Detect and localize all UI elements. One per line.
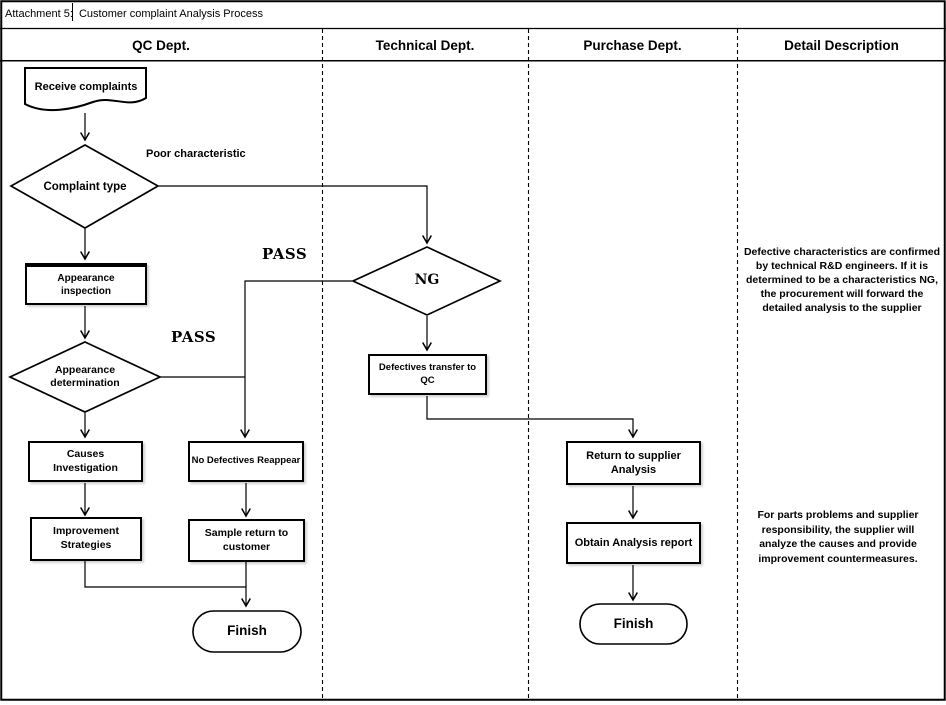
- column-header-technical-dept: Technical Dept.: [375, 37, 475, 53]
- receive-complaints-document-shape[interactable]: [24, 67, 147, 111]
- edge-label-poor-characteristic: Poor characteristic: [146, 148, 246, 160]
- node-receive-complaints[interactable]: Receive complaints: [34, 81, 138, 94]
- edge-ng-pass-to-nodefectives: [240, 280, 352, 439]
- title-bar[interactable]: Attachment 5: Customer complaint Analysi…: [0, 0, 946, 28]
- node-finish-qc[interactable]: Finish: [227, 623, 267, 639]
- node-ng-decision[interactable]: NG: [414, 272, 440, 289]
- node-improvement-strategies[interactable]: Improvement Strategies: [30, 517, 142, 561]
- edge-label-pass-lower: PASS: [171, 328, 217, 346]
- node-no-defectives-reappear[interactable]: No Defectives Reappear: [188, 441, 304, 482]
- finish-purchase-terminator-shape[interactable]: [579, 603, 688, 645]
- edge-defectivestransfer-to-supplier: [426, 396, 638, 439]
- node-causes-investigation[interactable]: Causes Investigation: [28, 441, 143, 482]
- node-complaint-type[interactable]: Complaint type: [43, 180, 127, 193]
- flow-connectors: [80, 113, 638, 608]
- complaint-type-diamond-shape[interactable]: [9, 144, 160, 229]
- node-defectives-transfer-to-qc[interactable]: Defectives transfer to QC: [368, 354, 487, 395]
- node-return-to-supplier-analysis[interactable]: Return to supplier Analysis: [566, 441, 701, 485]
- edge-improvement-to-finish-elbow: [84, 561, 246, 588]
- node-appearance-inspection[interactable]: Appearance inspection: [25, 263, 147, 305]
- document-title: Attachment 5: Customer complaint Analysi…: [5, 8, 263, 20]
- node-finish-purchase[interactable]: Finish: [613, 615, 654, 631]
- edge-label-pass-upper: PASS: [262, 245, 308, 263]
- column-header-detail-description: Detail Description: [784, 37, 899, 53]
- edge-poorcharacteristic-to-ng: [158, 185, 432, 245]
- node-obtain-analysis-report[interactable]: Obtain Analysis report: [566, 522, 701, 564]
- node-sample-return-to-customer[interactable]: Sample return to customer: [188, 519, 305, 562]
- appearance-determination-diamond-shape[interactable]: [7, 341, 163, 413]
- node-appearance-determination[interactable]: Appearance determination: [50, 363, 120, 389]
- finish-qc-terminator-shape[interactable]: [192, 610, 302, 653]
- ng-diamond-shape[interactable]: [350, 246, 503, 316]
- column-header-qc-dept: QC Dept.: [132, 37, 190, 53]
- column-header-purchase-dept: Purchase Dept.: [583, 37, 682, 53]
- text-cursor: [72, 3, 73, 21]
- detail-paragraph-characteristics: Defective characteristics are confirmed …: [743, 246, 941, 314]
- detail-paragraph-parts-problems: For parts problems and supplier responsi…: [757, 509, 919, 565]
